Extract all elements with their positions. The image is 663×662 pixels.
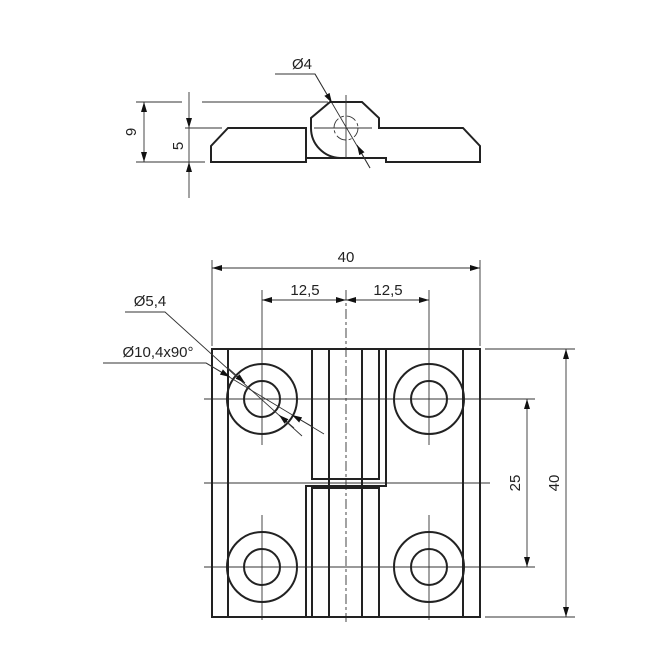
dim-hole-diameter-label: Ø5,4	[134, 293, 167, 310]
front-view: 40 12,5 12,5 25 40 Ø5,4 Ø10,4x90°	[103, 249, 575, 622]
hole-bottom-right	[393, 531, 465, 603]
dim-countersink-label: Ø10,4x90°	[122, 344, 193, 361]
dim-half-right-label: 12,5	[373, 282, 402, 299]
top-view: 9 5 Ø4	[123, 56, 481, 198]
hole-top-left	[226, 363, 298, 435]
dim-9-label: 9	[123, 128, 140, 136]
dim-hole-spacing-label: 25	[507, 475, 524, 492]
left-leaf-profile	[210, 127, 307, 163]
knuckle-arc	[310, 127, 341, 159]
dim-half-left-label: 12,5	[290, 282, 319, 299]
hole-top-right	[393, 363, 465, 435]
dim-height-label: 40	[546, 475, 563, 492]
right-leaf-profile	[306, 101, 481, 163]
hinge-outline	[211, 348, 481, 618]
hole-bottom-left	[226, 531, 298, 603]
dim-pin-diameter-label: Ø4	[292, 56, 312, 73]
dim-width-label: 40	[338, 249, 355, 266]
dim-5-label: 5	[170, 142, 187, 150]
